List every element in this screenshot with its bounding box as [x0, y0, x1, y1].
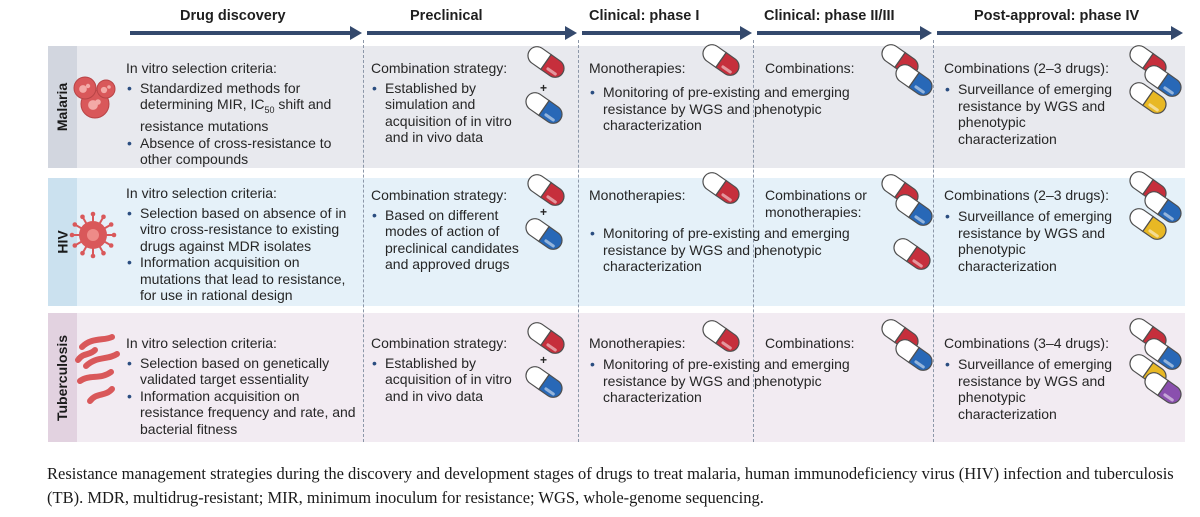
- hiv-preclinical-heading: Combination strategy:: [371, 187, 508, 203]
- capsule-icon: [1144, 372, 1182, 404]
- malaria-phase4-bullets: Surveillance of emerging resistance by W…: [944, 81, 1122, 147]
- capsule-icon: [1129, 82, 1167, 114]
- capsule-icon: [525, 92, 563, 124]
- stage-label-phase1: Clinical: phase I: [589, 8, 700, 24]
- capsule-icon: [1129, 208, 1167, 240]
- malaria-preclinical-heading: Combination strategy:: [371, 60, 508, 76]
- hiv-phase23-heading: Combinations or monotherapies:: [765, 187, 867, 220]
- plus-sign: +: [540, 205, 548, 219]
- capsule-icon: [895, 339, 933, 371]
- malaria-phase1-heading: Monotherapies:: [589, 60, 686, 76]
- capsule-icon: [895, 64, 933, 96]
- stage-label-drug-discovery: Drug discovery: [180, 8, 286, 24]
- stage-arrowhead-4: [920, 26, 932, 40]
- tb-discovery-bullet-1: Selection based on genetically validated…: [126, 355, 362, 388]
- capsule-icon: [1144, 191, 1182, 223]
- stage-label-phase2-3: Clinical: phase II/III: [764, 8, 895, 24]
- tb-discovery-heading: In vitro selection criteria:: [126, 335, 277, 351]
- malaria-preclinical-cell: Combination strategy: Established by sim…: [371, 60, 521, 146]
- capsule-icon: [1144, 65, 1182, 97]
- tb-phase1-heading-cell: Monotherapies:: [589, 335, 697, 352]
- hiv-preclinical-bullet-1: Based on different modes of action of pr…: [371, 207, 521, 273]
- plus-sign: +: [540, 353, 548, 367]
- tb-phase4-heading: Combinations (3–4 drugs):: [944, 335, 1109, 351]
- figure-caption: Resistance management strategies during …: [47, 464, 1174, 507]
- malaria-discovery-bullet-1: Standardized methods for determining MIR…: [126, 80, 362, 135]
- capsule-icon: [1144, 338, 1182, 370]
- tb-preclinical-heading: Combination strategy:: [371, 335, 508, 351]
- hiv-row-tab: [48, 178, 77, 306]
- tb-phase1-bullets: Monitoring of pre-existing and emerging …: [589, 356, 889, 406]
- stage-arrows: [130, 26, 1183, 40]
- hiv-discovery-bullet-2: Information acquisition on mutations tha…: [126, 254, 362, 304]
- malaria-discovery-bullet-2: Absence of cross-resistance to other com…: [126, 135, 362, 168]
- hiv-phase4-bullets: Surveillance of emerging resistance by W…: [944, 208, 1122, 274]
- tb-discovery-bullet-2: Information acquisition on resistance fr…: [126, 388, 362, 438]
- capsule-icon: [702, 44, 740, 76]
- capsule-icon: [527, 174, 565, 206]
- column-divider: [578, 40, 579, 442]
- malaria-phase1-heading-cell: Monotherapies:: [589, 60, 697, 77]
- malaria-discovery-cell: In vitro selection criteria: Standardize…: [126, 60, 362, 168]
- stage-arrowhead-1: [350, 26, 362, 40]
- stage-label-phase4: Post-approval: phase IV: [974, 8, 1140, 24]
- capsule-icon: [893, 238, 931, 270]
- hiv-phase1-bullet-1: Monitoring of pre-existing and emerging …: [589, 225, 889, 275]
- tb-phase1-bullet-1: Monitoring of pre-existing and emerging …: [589, 356, 889, 406]
- hiv-phase1-heading: Monotherapies:: [589, 187, 686, 203]
- tb-phase23-heading: Combinations:: [765, 335, 855, 351]
- hiv-discovery-cell: In vitro selection criteria: Selection b…: [126, 185, 362, 304]
- capsule-icon: [527, 322, 565, 354]
- malaria-preclinical-bullet-1: Established by simulation and acquisitio…: [371, 80, 521, 146]
- red-blood-cell-icon: [73, 76, 116, 119]
- capsule-icon: [702, 172, 740, 204]
- malaria-phase1-bullet-1: Monitoring of pre-existing and emerging …: [589, 84, 889, 134]
- capsule-icon: [702, 320, 740, 352]
- hiv-phase4-heading-cell: Combinations (2–3 drugs):: [944, 187, 1129, 204]
- hiv-preclinical-cell: Combination strategy: Based on different…: [371, 187, 521, 273]
- tb-phase4-heading-cell: Combinations (3–4 drugs):: [944, 335, 1129, 352]
- capsule-icon: [525, 366, 563, 398]
- malaria-phase23-cell: Combinations:: [765, 60, 875, 77]
- capsule-icon: [527, 46, 565, 78]
- virus-icon: [69, 211, 117, 259]
- malaria-phase23-heading: Combinations:: [765, 60, 855, 76]
- hiv-phase23-cell: Combinations or monotherapies:: [765, 187, 883, 220]
- hiv-phase4-bullet-1: Surveillance of emerging resistance by W…: [944, 208, 1122, 274]
- tb-phase1-heading: Monotherapies:: [589, 335, 686, 351]
- tb-discovery-cell: In vitro selection criteria: Selection b…: [126, 335, 362, 437]
- capsule-icon: [525, 218, 563, 250]
- tb-preclinical-cell: Combination strategy: Established by acq…: [371, 335, 521, 404]
- tuberculosis-row-tab: [48, 313, 77, 442]
- malaria-phase4-bullet-1: Surveillance of emerging resistance by W…: [944, 81, 1122, 147]
- hiv-discovery-bullet-1: Selection based on absence of in vitro c…: [126, 205, 362, 255]
- tb-preclinical-bullet-1: Established by acquisition of in vitro a…: [371, 355, 521, 405]
- hiv-phase1-heading-cell: Monotherapies:: [589, 187, 697, 204]
- column-divider: [363, 40, 364, 442]
- bacteria-icon: [75, 334, 120, 404]
- capsule-icon: [895, 194, 933, 226]
- column-divider: [933, 40, 934, 442]
- malaria-discovery-heading: In vitro selection criteria:: [126, 60, 277, 76]
- stage-label-preclinical: Preclinical: [410, 8, 483, 24]
- stage-arrowhead-3: [740, 26, 752, 40]
- tb-phase4-bullet-1: Surveillance of emerging resistance by W…: [944, 356, 1122, 422]
- hiv-phase1-bullets: Monitoring of pre-existing and emerging …: [589, 225, 889, 275]
- tb-phase23-cell: Combinations:: [765, 335, 875, 352]
- malaria-phase4-heading: Combinations (2–3 drugs):: [944, 60, 1109, 76]
- stage-arrowhead-2: [565, 26, 577, 40]
- plus-sign: +: [540, 81, 548, 95]
- malaria-phase4-heading-cell: Combinations (2–3 drugs):: [944, 60, 1129, 77]
- tb-phase4-bullets: Surveillance of emerging resistance by W…: [944, 356, 1122, 422]
- hiv-phase4-heading: Combinations (2–3 drugs):: [944, 187, 1109, 203]
- hiv-discovery-heading: In vitro selection criteria:: [126, 185, 277, 201]
- malaria-phase1-bullets: Monitoring of pre-existing and emerging …: [589, 84, 889, 134]
- malaria-row-tab: [48, 46, 77, 168]
- stage-arrowhead-5: [1171, 26, 1183, 40]
